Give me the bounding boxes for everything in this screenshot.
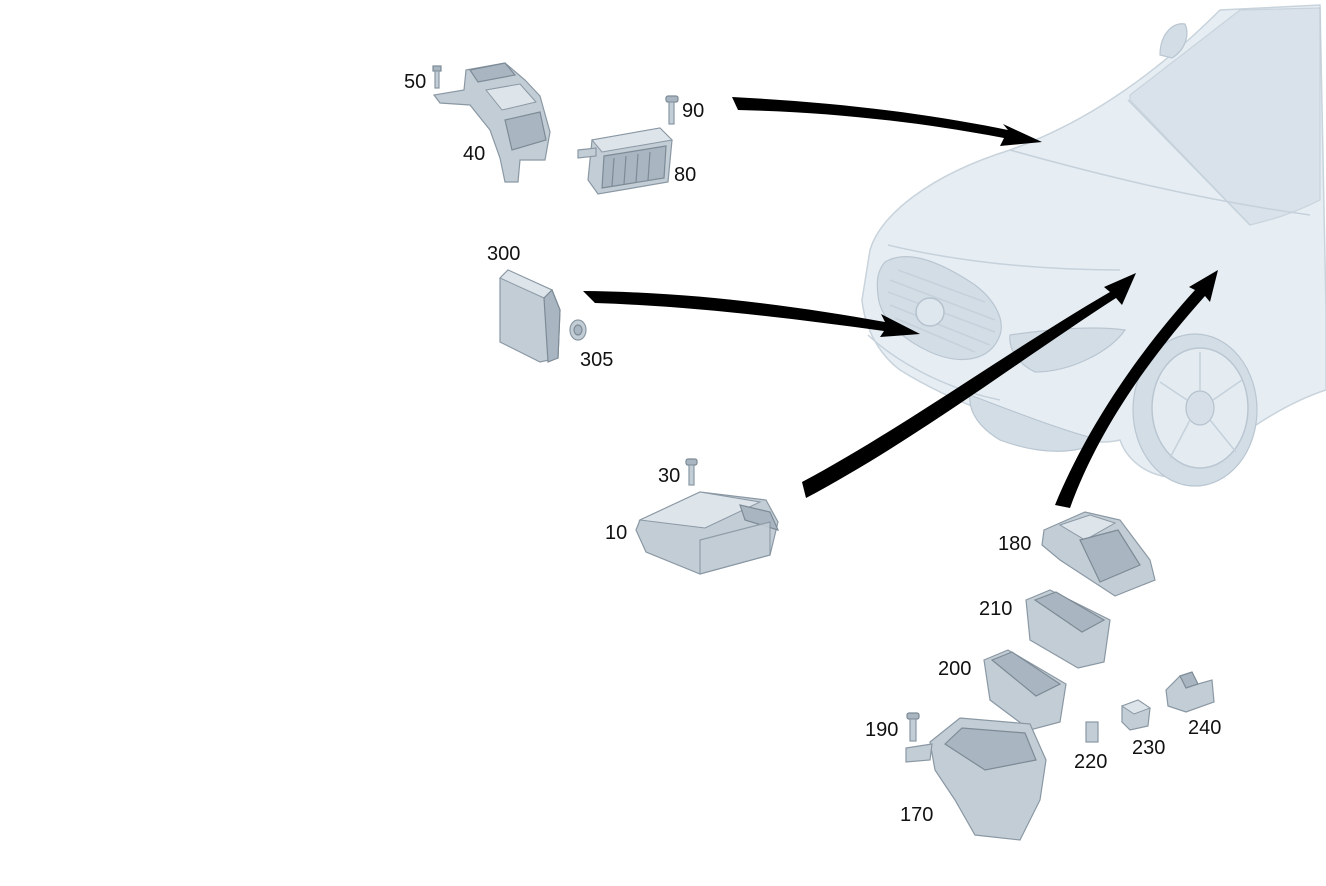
part-50-bolt (432, 65, 442, 89)
part-10-control-unit (635, 491, 780, 575)
label-part-30: 30 (658, 465, 681, 487)
label-part-210: 210 (979, 598, 1013, 620)
label-part-305: 305 (580, 349, 614, 371)
side-mirror (1159, 23, 1188, 59)
part-200-fuse-block (983, 649, 1067, 731)
label-part-190: 190 (865, 719, 899, 741)
label-part-10: 10 (605, 522, 628, 544)
arrow-fusebox-to-car (1055, 270, 1218, 508)
part-80-fuse-holder (577, 127, 674, 195)
label-part-200: 200 (938, 658, 972, 680)
label-part-180: 180 (998, 533, 1032, 555)
arrow-ecu-to-car (802, 273, 1136, 498)
part-230-relay (1120, 699, 1152, 731)
label-part-220: 220 (1074, 751, 1108, 773)
label-part-40: 40 (463, 143, 486, 165)
part-170-housing (905, 717, 1047, 841)
arrow-to-radar (583, 291, 920, 337)
brand-emblem-icon (915, 297, 945, 327)
part-220-fuse (1085, 721, 1099, 743)
label-part-300: 300 (487, 243, 521, 265)
arrow-to-engine-bay (732, 97, 1042, 146)
label-part-170: 170 (900, 804, 934, 826)
part-40-bracket (432, 62, 551, 183)
vehicle-front (861, 4, 1326, 487)
front-wheel (1132, 333, 1258, 487)
part-305-nut (569, 319, 587, 341)
label-part-80: 80 (674, 164, 697, 186)
part-30-screw (685, 458, 698, 486)
part-300-sensor (499, 269, 561, 363)
part-90-screw (665, 95, 679, 125)
part-180-cover (1041, 511, 1156, 597)
arrows (583, 97, 1218, 508)
label-part-50: 50 (404, 71, 427, 93)
part-240-bracket (1165, 671, 1215, 713)
label-part-240: 240 (1188, 717, 1222, 739)
part-210-fuse-block (1025, 589, 1111, 669)
label-part-230: 230 (1132, 737, 1166, 759)
part-190-bolt (906, 712, 920, 742)
label-part-90: 90 (682, 100, 705, 122)
